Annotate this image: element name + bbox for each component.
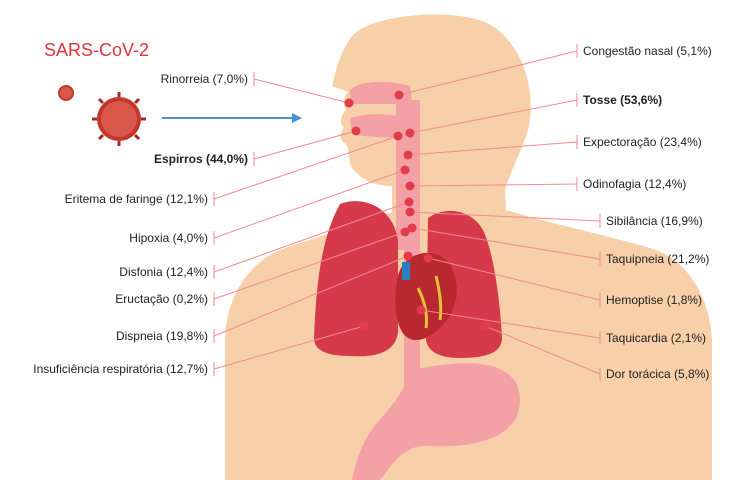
symptom-label: Espirros (44,0%) [154,152,248,166]
symptom-marker-dot [406,182,415,191]
virus-small-icon [58,85,74,101]
symptom-label: Insuficiência respiratória (12,7%) [33,362,208,376]
right-lung [314,201,398,356]
symptom-marker-dot [481,322,490,331]
symptom-marker-dot [424,254,433,263]
symptom-label: Tosse (53,6%) [583,93,662,107]
transmission-arrowhead [292,113,302,123]
virus-large-icon [92,92,146,146]
symptom-label: Odinofagia (12,4%) [583,177,686,191]
symptom-label: Dispneia (19,8%) [116,329,208,343]
symptom-label: Taquicardia (2,1%) [606,331,706,345]
symptom-label: Eritema de faringe (12,1%) [65,192,208,206]
symptom-marker-dot [417,306,426,315]
symptom-label: Sibilância (16,9%) [606,214,703,228]
symptom-label: Hemoptise (1,8%) [606,293,702,307]
symptom-label: Expectoração (23,4%) [583,135,702,149]
virus-title: SARS-CoV-2 [44,40,149,61]
aorta [402,262,410,280]
symptom-marker-dot [406,129,415,138]
symptom-label: Eructação (0,2%) [115,292,208,306]
symptom-label: Dor torácica (5,8%) [606,367,709,381]
symptom-marker-dot [395,91,404,100]
symptom-marker-dot [345,99,354,108]
leader-line [254,131,356,159]
symptom-marker-dot [404,252,413,261]
symptom-label: Rinorreia (7,0%) [161,72,248,86]
symptom-label: Congestão nasal (5,1%) [583,44,712,58]
symptom-marker-dot [408,224,417,233]
symptom-marker-dot [405,198,414,207]
symptom-marker-dot [404,151,413,160]
symptom-label: Taquipneia (21,2%) [606,252,709,266]
symptom-marker-dot [401,166,410,175]
virus-illustration [58,85,302,146]
symptom-label: Hipoxia (4,0%) [129,231,208,245]
symptom-marker-dot [406,208,415,217]
symptom-marker-dot [352,127,361,136]
symptom-label: Disfonia (12,4%) [119,265,208,279]
symptom-marker-dot [360,322,369,331]
symptom-marker-dot [394,132,403,141]
